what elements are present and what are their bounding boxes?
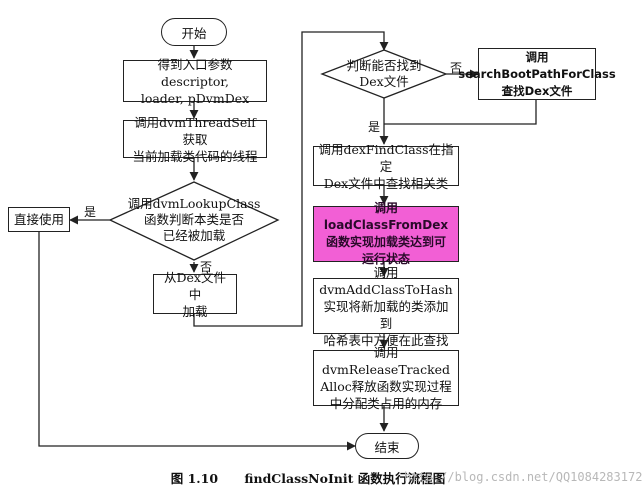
caption-figure-number: 图 1.10 (170, 471, 219, 486)
thread-self-label: 调用dvmThreadSelf获取 当前加载类代码的线程 (132, 114, 258, 164)
can-find-dex-label: 判断能否找到 Dex文件 (346, 58, 422, 89)
thread-self-box: 调用dvmThreadSelf获取 当前加载类代码的线程 (123, 115, 267, 164)
release-tracked-box: 调用dvmReleaseTracked Alloc释放函数实现过程 中分配类占用… (313, 345, 459, 411)
find-yes-label: 是 (368, 120, 381, 134)
dex-find-class-label: 调用dexFindClass在指定 Dex文件中查找相关类 (318, 141, 454, 191)
can-find-dex-text: 判断能否找到 Dex文件 (326, 56, 442, 92)
lookup-diamond (108, 181, 280, 261)
edge-direct-to-end (38, 230, 356, 451)
start-terminal: 开始 (161, 18, 227, 46)
load-from-dex-box: 从Dex文件中 加载 (153, 270, 237, 319)
get-params-label: 得到入口参数descriptor, loader, pDvmDex (140, 56, 250, 106)
caption-title: findClassNoInit 函数执行流程图 (244, 471, 446, 486)
flowchart: 开始 得到入口参数descriptor, loader, pDvmDex 调用d… (0, 18, 642, 487)
lookup-no-label: 否 (200, 260, 213, 274)
load-class-from-dex-label: 调用loadClassFromDex 函数实现加载类达到可 运行状态 (323, 201, 449, 266)
search-boot-path-label: 调用 searchBootPathForClass 查找Dex文件 (458, 49, 616, 98)
dex-find-class-box: 调用dexFindClass在指定 Dex文件中查找相关类 (313, 142, 459, 191)
find-no-label: 否 (450, 61, 463, 75)
edge-load-to-find (193, 31, 389, 327)
add-class-to-hash-label: 调用dvmAddClassToHash 实现将新加载的类添加到 哈希表中方便在此… (319, 264, 453, 348)
load-class-from-dex-box: 调用loadClassFromDex 函数实现加载类达到可 运行状态 (313, 201, 459, 266)
figure-caption: 图 1.10 findClassNoInit 函数执行流程图 (0, 468, 616, 487)
connector-layer (38, 31, 537, 451)
find-dex-diamond (320, 49, 448, 99)
start-label: 开始 (181, 25, 207, 41)
edge-search-back (384, 100, 537, 125)
direct-use-box: 直接使用 (8, 207, 70, 232)
lookup-class-text: 调用dvmLookupClass 函数判断本类是否 已经被加载 (120, 192, 268, 248)
get-params-box: 得到入口参数descriptor, loader, pDvmDex (123, 57, 267, 106)
lookup-yes-label: 是 (84, 205, 97, 219)
add-class-to-hash-box: 调用dvmAddClassToHash 实现将新加载的类添加到 哈希表中方便在此… (313, 265, 459, 348)
direct-use-label: 直接使用 (13, 212, 64, 227)
load-from-dex-label: 从Dex文件中 加载 (164, 269, 226, 319)
watermark-text: http://blog.csdn.net/QQ1084283172 (404, 470, 642, 484)
end-terminal: 结束 (355, 433, 419, 459)
lookup-class-label: 调用dvmLookupClass 函数判断本类是否 已经被加载 (127, 196, 261, 243)
search-boot-path-box: 调用 searchBootPathForClass 查找Dex文件 (458, 48, 616, 100)
end-label: 结束 (374, 439, 400, 455)
release-tracked-label: 调用dvmReleaseTracked Alloc释放函数实现过程 中分配类占用… (320, 345, 452, 411)
